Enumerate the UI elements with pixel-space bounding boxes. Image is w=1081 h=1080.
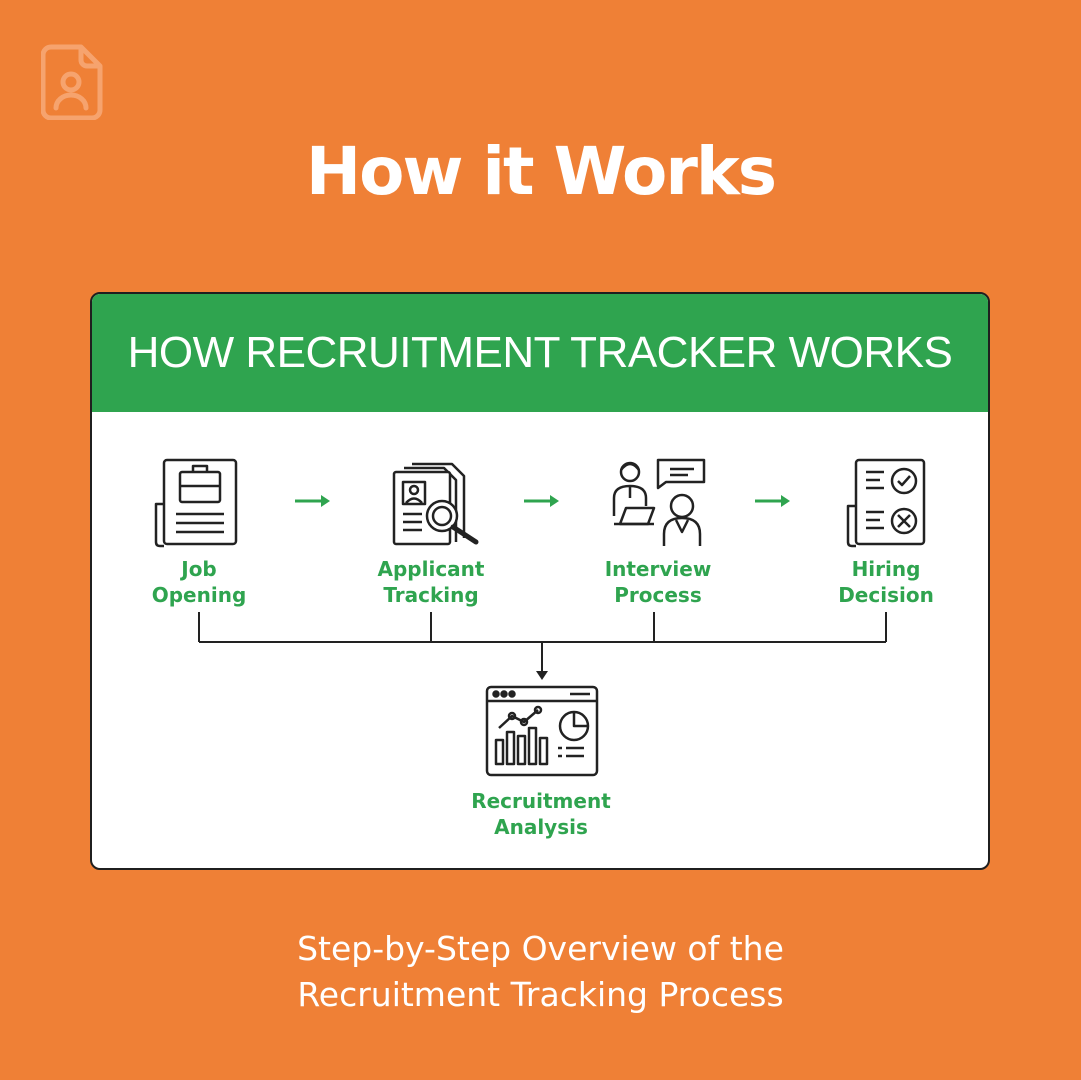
step-label-interview-process: Interview Process	[604, 557, 712, 607]
down-arrow-icon	[536, 671, 548, 680]
card-title: HOW RECRUITMENT TRACKER WORKS	[92, 294, 988, 412]
step-label-hiring-decision: Hiring Decision	[838, 557, 934, 607]
connector-lines	[198, 612, 887, 674]
step-label-recruitment-analysis: Recruitment Analysis	[471, 789, 611, 839]
footer-caption: Step-by-Step Overview of the Recruitment…	[297, 929, 784, 1014]
page-title: How it Works	[305, 133, 777, 210]
arrow-right-icon	[524, 495, 559, 507]
interview-icon	[612, 458, 706, 546]
workflow-diagram	[154, 458, 926, 777]
step-label-applicant-tracking: Applicant Tracking	[377, 557, 485, 607]
analytics-dashboard-icon	[485, 685, 599, 777]
briefcase-document-icon	[154, 458, 238, 548]
decision-checklist-icon	[846, 458, 926, 548]
document-user-icon	[41, 44, 103, 120]
step-label-job-opening: Job Opening	[151, 557, 247, 607]
arrow-right-icon	[755, 495, 790, 507]
workflow-card: HOW RECRUITMENT TRACKER WORKS	[90, 292, 990, 870]
document-search-icon	[392, 462, 479, 546]
arrow-right-icon	[295, 495, 330, 507]
